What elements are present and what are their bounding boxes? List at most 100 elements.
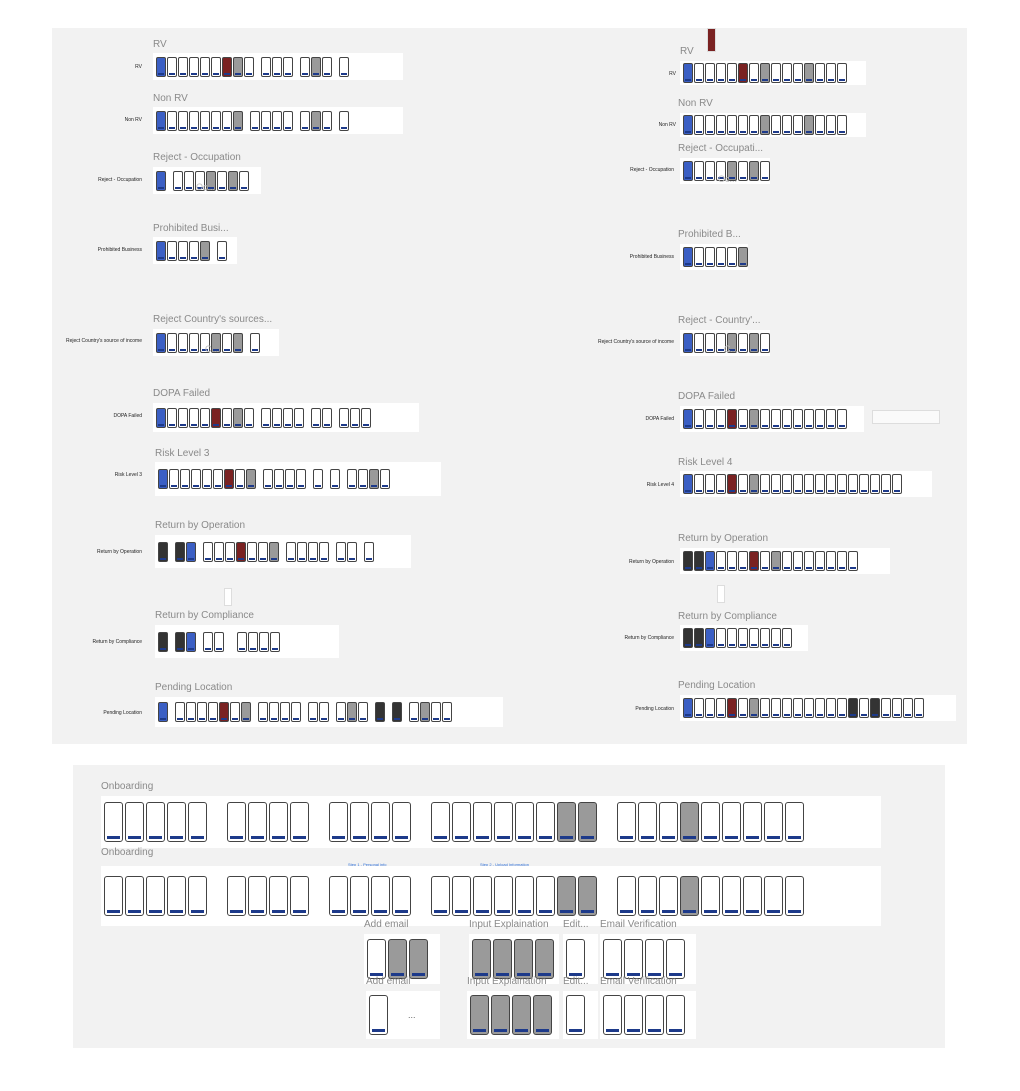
screen-thumbnail[interactable] — [214, 541, 224, 562]
flow-strip[interactable] — [680, 330, 770, 356]
screen-thumbnail[interactable] — [782, 115, 792, 135]
screen-thumbnail[interactable] — [771, 628, 781, 648]
flow-strip[interactable] — [153, 329, 279, 356]
screen-thumbnail[interactable] — [339, 110, 349, 131]
screen-thumbnail[interactable] — [705, 333, 715, 353]
screen-thumbnail[interactable] — [270, 631, 280, 652]
screen-thumbnail[interactable] — [208, 702, 218, 722]
screen-thumbnail[interactable] — [175, 541, 185, 562]
screen-thumbnail[interactable] — [158, 541, 168, 562]
screen-thumbnail[interactable] — [219, 702, 229, 722]
screen-thumbnail[interactable] — [683, 474, 693, 494]
screen-thumbnail[interactable] — [329, 876, 348, 916]
screen-thumbnail[interactable] — [189, 110, 199, 131]
screen-thumbnail[interactable] — [189, 332, 199, 353]
screen-thumbnail[interactable] — [175, 702, 185, 722]
screen-thumbnail[interactable] — [388, 939, 407, 979]
screen-thumbnail[interactable] — [222, 332, 232, 353]
screen-thumbnail[interactable] — [473, 802, 492, 842]
screen-thumbnail[interactable] — [211, 110, 221, 131]
screen-thumbnail[interactable] — [217, 240, 227, 261]
screen-thumbnail[interactable] — [536, 876, 555, 916]
screen-thumbnail[interactable] — [705, 551, 715, 571]
screen-thumbnail[interactable] — [217, 170, 227, 191]
screen-thumbnail[interactable] — [760, 551, 770, 571]
screen-thumbnail[interactable] — [329, 802, 348, 842]
screen-thumbnail[interactable] — [420, 702, 430, 722]
flow-strip[interactable] — [680, 113, 866, 137]
screen-thumbnail[interactable] — [246, 469, 256, 489]
screen-thumbnail[interactable] — [804, 115, 814, 135]
screen-thumbnail[interactable] — [716, 409, 726, 429]
screen-thumbnail[interactable] — [782, 63, 792, 83]
screen-thumbnail[interactable] — [617, 802, 636, 842]
screen-thumbnail[interactable] — [330, 469, 340, 489]
screen-thumbnail[interactable] — [804, 409, 814, 429]
screen-thumbnail[interactable] — [322, 56, 332, 77]
screen-thumbnail[interactable] — [749, 628, 759, 648]
screen-thumbnail[interactable] — [186, 702, 196, 722]
screen-thumbnail[interactable] — [158, 631, 168, 652]
screen-thumbnail[interactable] — [195, 170, 205, 191]
screen-thumbnail[interactable] — [826, 409, 836, 429]
screen-thumbnail[interactable] — [722, 802, 741, 842]
screen-thumbnail[interactable] — [472, 939, 491, 979]
screen-thumbnail[interactable] — [645, 939, 664, 979]
screen-thumbnail[interactable] — [308, 541, 318, 562]
screen-thumbnail[interactable] — [239, 170, 249, 191]
screen-thumbnail[interactable] — [716, 247, 726, 267]
screen-thumbnail[interactable] — [186, 541, 196, 562]
screen-thumbnail[interactable] — [227, 802, 246, 842]
screen-thumbnail[interactable] — [224, 469, 234, 489]
screen-thumbnail[interactable] — [167, 407, 177, 428]
screen-thumbnail[interactable] — [793, 551, 803, 571]
screen-thumbnail[interactable] — [431, 876, 450, 916]
screen-thumbnail[interactable] — [705, 409, 715, 429]
screen-thumbnail[interactable] — [188, 876, 207, 916]
screen-thumbnail[interactable] — [785, 802, 804, 842]
screen-thumbnail[interactable] — [859, 474, 869, 494]
screen-thumbnail[interactable] — [364, 541, 374, 562]
floating-frame[interactable] — [717, 585, 725, 603]
flow-strip[interactable] — [153, 167, 261, 194]
screen-thumbnail[interactable] — [793, 474, 803, 494]
screen-thumbnail[interactable] — [782, 551, 792, 571]
screen-thumbnail[interactable] — [319, 702, 329, 722]
screen-thumbnail[interactable] — [308, 702, 318, 722]
screen-thumbnail[interactable] — [683, 409, 693, 429]
screen-thumbnail[interactable] — [285, 469, 295, 489]
screen-thumbnail[interactable] — [241, 702, 251, 722]
screen-thumbnail[interactable] — [837, 551, 847, 571]
screen-thumbnail[interactable] — [727, 698, 737, 718]
screen-thumbnail[interactable] — [557, 802, 576, 842]
screen-thumbnail[interactable] — [536, 802, 555, 842]
screen-thumbnail[interactable] — [311, 110, 321, 131]
screen-thumbnail[interactable] — [225, 541, 235, 562]
screen-thumbnail[interactable] — [566, 939, 585, 979]
screen-thumbnail[interactable] — [272, 407, 282, 428]
screen-thumbnail[interactable] — [694, 628, 704, 648]
screen-thumbnail[interactable] — [203, 541, 213, 562]
screen-thumbnail[interactable] — [311, 56, 321, 77]
screen-thumbnail[interactable] — [189, 240, 199, 261]
screen-thumbnail[interactable] — [188, 802, 207, 842]
screen-thumbnail[interactable] — [375, 702, 385, 722]
screen-thumbnail[interactable] — [738, 115, 748, 135]
screen-thumbnail[interactable] — [213, 469, 223, 489]
screen-thumbnail[interactable] — [178, 110, 188, 131]
flow-strip[interactable] — [680, 158, 770, 184]
screen-thumbnail[interactable] — [701, 802, 720, 842]
screen-thumbnail[interactable] — [259, 631, 269, 652]
screen-thumbnail[interactable] — [491, 995, 510, 1035]
screen-thumbnail[interactable] — [211, 407, 221, 428]
screen-thumbnail[interactable] — [167, 56, 177, 77]
screen-thumbnail[interactable] — [870, 474, 880, 494]
screen-thumbnail[interactable] — [764, 876, 783, 916]
screen-thumbnail[interactable] — [722, 876, 741, 916]
screen-thumbnail[interactable] — [826, 474, 836, 494]
screen-thumbnail[interactable] — [222, 407, 232, 428]
screen-thumbnail[interactable] — [645, 995, 664, 1035]
screen-thumbnail[interactable] — [694, 63, 704, 83]
more-icon[interactable]: ... — [408, 1010, 416, 1020]
screen-thumbnail[interactable] — [233, 56, 243, 77]
